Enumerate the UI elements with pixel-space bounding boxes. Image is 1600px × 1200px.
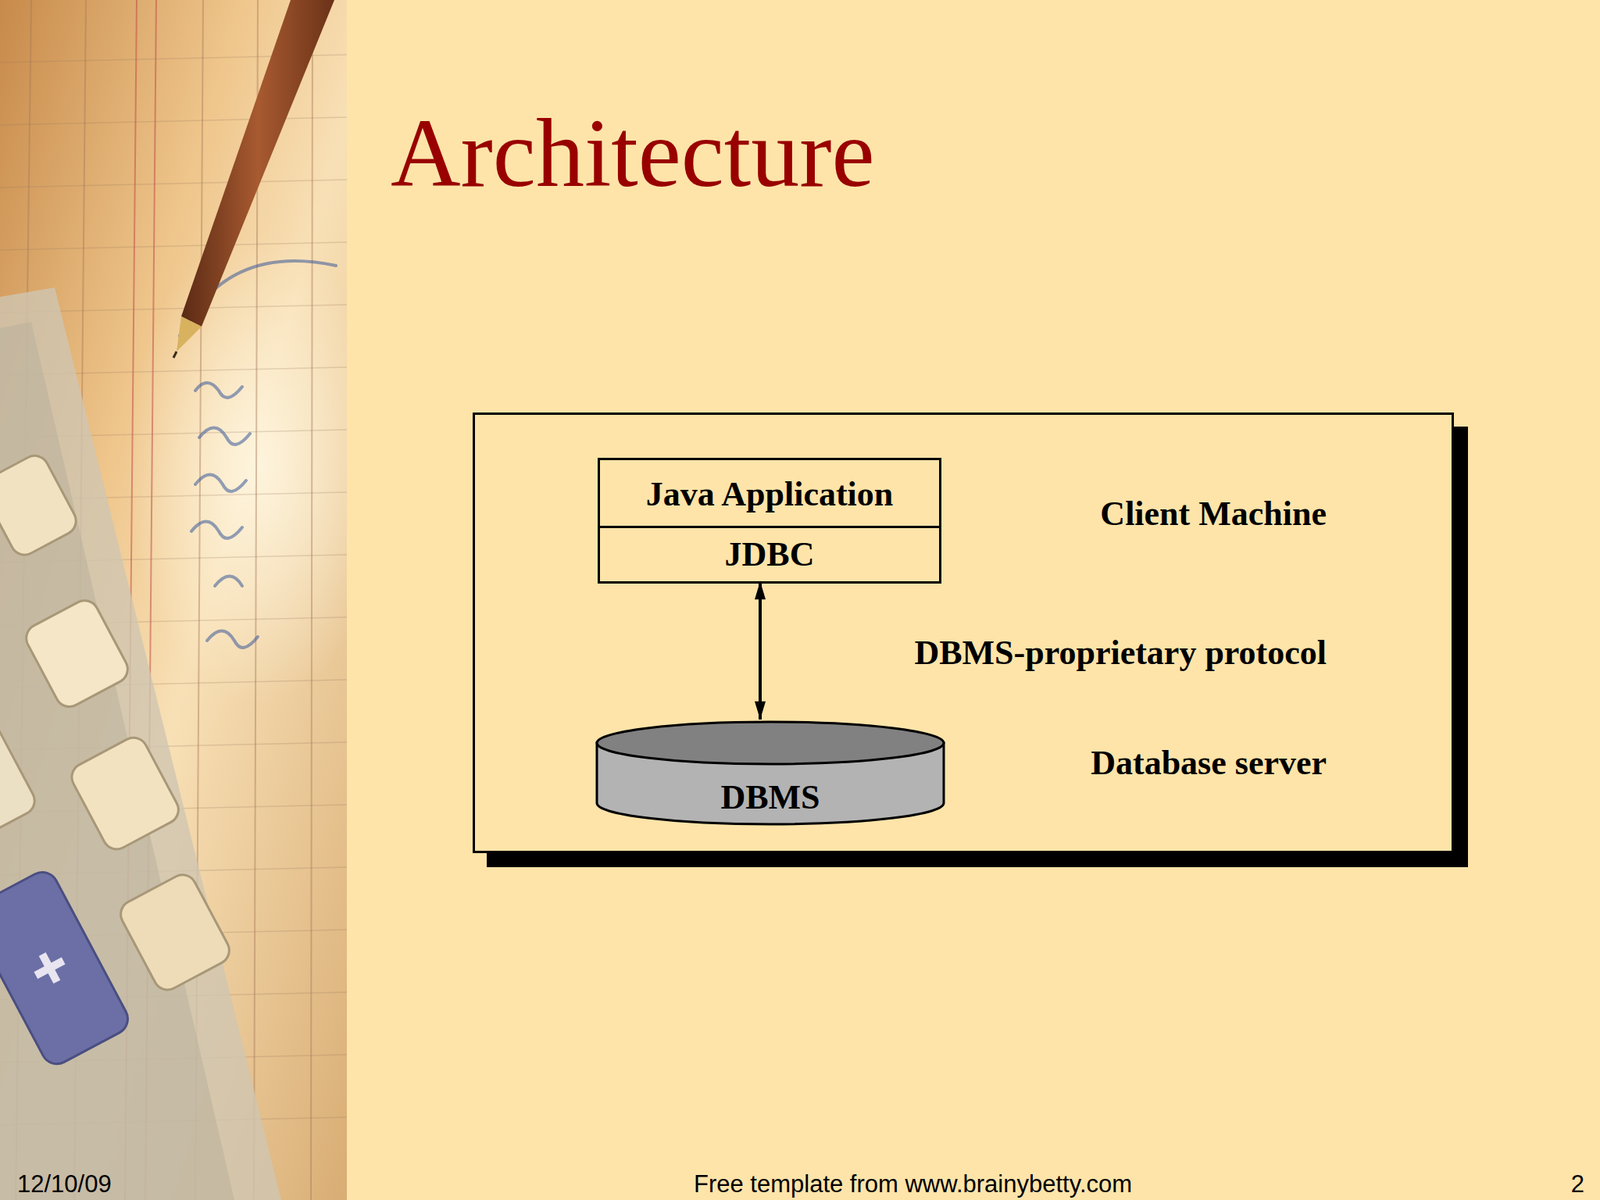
footer-credit: Free template from www.brainybetty.com — [693, 1171, 1133, 1197]
node-text: DBMS — [594, 775, 947, 820]
pen — [173, 0, 335, 358]
application-box: Java ApplicationJDBC — [597, 457, 942, 584]
node-text: Java Application — [600, 460, 940, 529]
slide-number: 2 — [1571, 1171, 1585, 1197]
protocol-label: DBMS-proprietary protocol — [914, 635, 1327, 671]
light-glow — [125, 234, 347, 704]
jdbc-layer: JDBC — [600, 525, 940, 582]
ledger-photo — [0, 0, 347, 1200]
calculator — [0, 287, 282, 1200]
tier-label: Client Machine — [1100, 496, 1327, 532]
cylinder-top — [596, 721, 944, 765]
footer-date: 12/10/09 — [17, 1171, 112, 1197]
connector-arrow — [758, 581, 762, 720]
node-text: JDBC — [600, 528, 940, 582]
dbms-cylinder: DBMS — [594, 719, 947, 827]
slide-title: Architecture — [390, 105, 875, 203]
tier-label: Database server — [1090, 746, 1327, 781]
